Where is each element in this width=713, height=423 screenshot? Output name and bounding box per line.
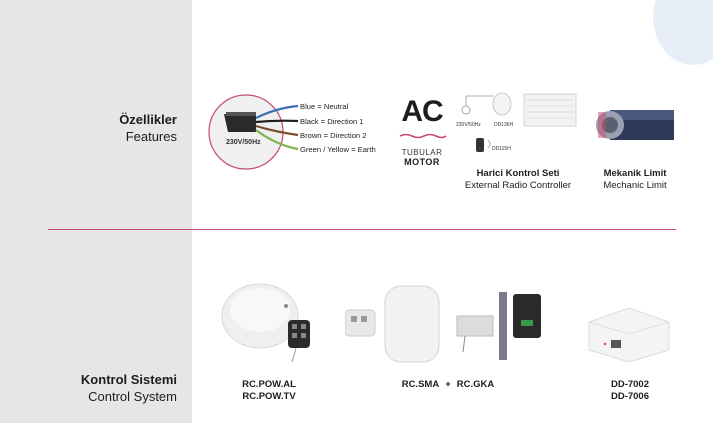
radio-controller-diagram: 230V/50Hz DD136H DD115H: [452, 88, 587, 168]
section-divider: [48, 229, 676, 230]
rc-sma-gka-label: RC.SMA + RC.GKA: [378, 379, 518, 391]
rc-pow-label: RC.POW.AL RC.POW.TV: [224, 379, 314, 403]
rc-sma: RC.SMA: [401, 379, 440, 390]
wiring-diagram: 230V/50Hz Blue = Neutral Black = Directi…: [206, 90, 396, 170]
rc-pow-tv: RC.POW.TV: [242, 391, 296, 402]
dd-label: DD-7002 DD-7006: [590, 379, 670, 403]
radio-receiver-code: DD136H: [494, 122, 514, 128]
corner-decoration: [653, 0, 713, 65]
radio-caption-en: External Radio Controller: [464, 180, 572, 191]
limit-caption-en: Mechanic Limit: [603, 180, 667, 191]
side-panel: [0, 0, 192, 423]
rc-sma-gka-product-image: [345, 285, 541, 363]
motor-wiring-graphic: [208, 94, 299, 170]
radio-remote-code: DD115H: [492, 146, 511, 152]
radio-caption-tr: Harici Kontrol Seti: [476, 168, 560, 179]
control-title-en: Control System: [88, 389, 177, 404]
control-section-label: Kontrol Sistemi Control System: [81, 371, 177, 405]
rc-gka: RC.GKA: [456, 379, 495, 390]
wiring-voltage: 230V/50Hz: [226, 139, 261, 146]
wire-label-black: Black = Direction 1: [300, 117, 364, 126]
features-section-label: Özellikler Features: [119, 111, 177, 145]
wire-label-brown: Brown = Direction 2: [300, 131, 367, 140]
ac-wave-icon: [399, 133, 447, 139]
ac-logo-line1: TUBULAR: [401, 148, 443, 157]
ac-logo-line2: MOTOR: [404, 157, 440, 167]
radio-controller-graphic: [461, 92, 577, 152]
wire-label-earth: Green / Yellow = Earth: [300, 145, 376, 154]
limit-caption: Mekanik Limit Mechanic Limit: [594, 168, 676, 192]
features-title-tr: Özellikler: [119, 112, 177, 127]
dd-7002-product-image: [588, 307, 670, 363]
control-title-tr: Kontrol Sistemi: [80, 372, 177, 387]
mechanic-limit-image: [596, 110, 674, 140]
radio-caption: Harici Kontrol Seti External Radio Contr…: [452, 168, 584, 192]
rc-pow-al: RC.POW.AL: [242, 379, 296, 390]
dd-7002: DD-7002: [610, 379, 650, 390]
dd-7006: DD-7006: [610, 391, 650, 402]
ac-logo-text: AC: [401, 95, 443, 128]
radio-voltage: 230V/50Hz: [456, 122, 481, 128]
features-title-en: Features: [125, 129, 177, 144]
ac-tubular-motor-logo: AC TUBULAR MOTOR: [396, 95, 448, 167]
limit-caption-tr: Mekanik Limit: [603, 168, 667, 179]
wire-label-blue: Blue = Neutral: [300, 102, 349, 111]
rc-pow-product-image: [221, 283, 310, 363]
plus-sign: +: [445, 379, 451, 390]
